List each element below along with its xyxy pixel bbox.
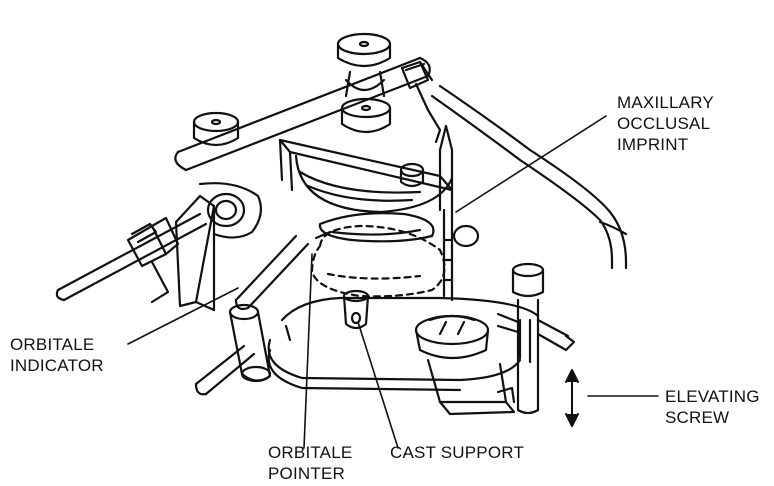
center-knob xyxy=(340,97,392,134)
left-lower-cylinder xyxy=(194,303,272,396)
elevating-screw-tube xyxy=(496,262,576,415)
upper-center-knob xyxy=(336,32,392,98)
label-cast-support: CAST SUPPORT xyxy=(390,443,525,462)
leader-orbitale-indicator xyxy=(127,287,239,345)
lower-base-frame xyxy=(267,296,540,392)
small-knob xyxy=(399,162,425,188)
leader-orbitale-pointer xyxy=(303,253,313,449)
upper-frame xyxy=(278,138,454,192)
elevating-arrow xyxy=(565,369,579,427)
upper-bar-clamp xyxy=(400,60,442,144)
left-long-rod xyxy=(55,212,208,302)
leader-cast-support xyxy=(357,321,399,449)
maxillary-imprint-plate xyxy=(318,212,435,243)
label-orbitale-pointer: ORBITALE POINTER xyxy=(268,443,353,483)
pointer-post xyxy=(438,124,480,302)
orbitale-indicator-rod xyxy=(234,230,332,311)
left-clamp xyxy=(126,216,180,304)
right-side-rod xyxy=(430,84,628,270)
left-upright xyxy=(174,182,263,312)
label-elevating-screw: ELEVATING SCREW xyxy=(665,387,760,427)
upper-left-knob xyxy=(192,111,240,147)
label-orbitale-indicator: ORBITALE INDICATOR xyxy=(10,335,104,375)
label-maxillary-occlusal-imprint: MAXILLARY OCCLUSAL IMPRINT xyxy=(617,93,714,154)
leader-lines xyxy=(127,115,659,449)
cast-support-post xyxy=(342,289,370,330)
occlusal-bowl xyxy=(294,154,454,214)
imprint-dashed-outline xyxy=(310,224,446,298)
base-mechanism xyxy=(414,314,516,416)
leader-maxillary xyxy=(455,115,607,213)
